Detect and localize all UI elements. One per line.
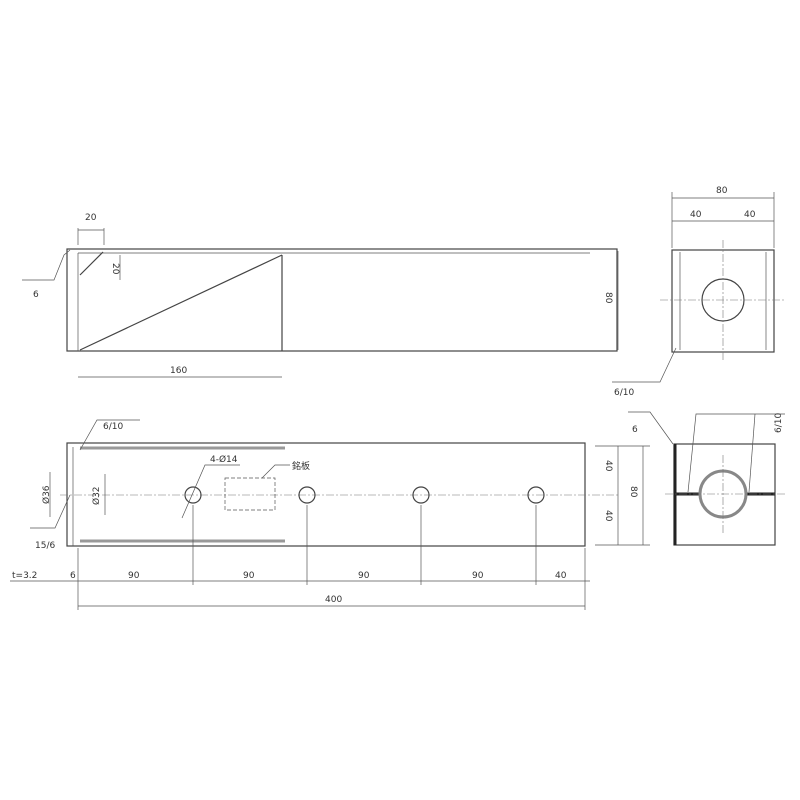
dim-top-20: 20 bbox=[85, 213, 97, 223]
weld-symbol-right: 6/10 bbox=[774, 413, 784, 433]
weld-symbol-left: 6 bbox=[632, 425, 638, 435]
dim-total-400: 400 bbox=[325, 595, 342, 605]
dim-width-80: 80 bbox=[716, 186, 728, 196]
dim-gusset-20: 20 bbox=[110, 263, 120, 275]
side-view: 20 20 160 80 6 bbox=[22, 213, 619, 378]
dim-dia-outer: Ø36 bbox=[41, 485, 52, 504]
dim-edge: 6 bbox=[70, 571, 76, 581]
weld-symbol-left: 15/6 bbox=[35, 541, 55, 551]
dim-90-1: 90 bbox=[128, 571, 140, 581]
dim-90-4: 90 bbox=[472, 571, 484, 581]
dim-dia-inner: Ø32 bbox=[91, 486, 102, 505]
dim-height-80: 80 bbox=[628, 486, 638, 498]
dim-90-3: 90 bbox=[358, 571, 370, 581]
end-view-bottom: 6 6/10 bbox=[628, 411, 785, 546]
dim-right-40: 40 bbox=[744, 210, 756, 220]
plan-view: 4-Ø14 銘板 6/10 Ø36 Ø32 15/6 t=3.2 6 90 90… bbox=[10, 419, 650, 610]
dim-90-2: 90 bbox=[243, 571, 255, 581]
dim-40: 40 bbox=[555, 571, 567, 581]
label-nameplate: 銘板 bbox=[292, 460, 310, 472]
holes bbox=[184, 486, 545, 504]
dim-height-80: 80 bbox=[603, 292, 613, 304]
label-holes: 4-Ø14 bbox=[210, 454, 238, 465]
weld-symbol-left: 6 bbox=[33, 290, 39, 300]
end-view-top: 80 40 40 6/10 bbox=[612, 186, 785, 398]
dim-upper-40: 40 bbox=[603, 460, 613, 472]
nameplate-outline bbox=[224, 477, 276, 511]
weld-symbol-top: 6/10 bbox=[103, 422, 123, 432]
label-thickness: t=3.2 bbox=[12, 571, 37, 581]
dim-left-40: 40 bbox=[690, 210, 702, 220]
dim-lower-40: 40 bbox=[603, 510, 613, 522]
dim-length-160: 160 bbox=[170, 366, 187, 376]
weld-symbol: 6/10 bbox=[614, 388, 634, 398]
